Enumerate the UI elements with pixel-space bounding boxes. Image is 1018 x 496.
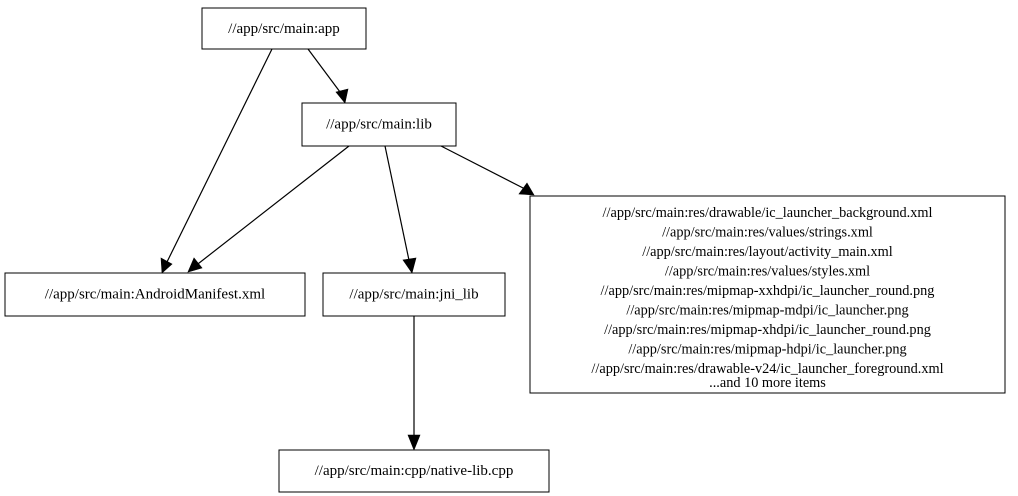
edge-jni-lib-to-native-lib bbox=[407, 316, 421, 451]
arrowhead-icon bbox=[335, 88, 349, 104]
edge-line bbox=[193, 145, 350, 268]
node-android-manifest[interactable]: //app/src/main:AndroidManifest.xml bbox=[4, 272, 306, 317]
resource-line-5: //app/src/main:res/mipmap-mdpi/ic_launch… bbox=[626, 303, 908, 319]
edge-line bbox=[384, 145, 411, 266]
node-jni-lib[interactable]: //app/src/main:jni_lib bbox=[322, 272, 506, 317]
arrowhead-icon bbox=[187, 257, 203, 273]
node-jni-lib-box[interactable] bbox=[322, 272, 506, 317]
node-lib-label: //app/src/main:lib bbox=[326, 116, 432, 132]
edge-line bbox=[307, 48, 344, 97]
arrowhead-icon bbox=[518, 182, 535, 196]
node-native-lib-cpp-box[interactable] bbox=[278, 449, 550, 493]
edge-app-to-manifest bbox=[160, 48, 273, 274]
node-resources[interactable]: //app/src/main:res/drawable/ic_launcher_… bbox=[529, 195, 1006, 394]
node-lib-box[interactable] bbox=[301, 102, 457, 147]
resource-line-7: //app/src/main:res/mipmap-hdpi/ic_launch… bbox=[628, 342, 906, 358]
node-app[interactable]: //app/src/main:app bbox=[201, 7, 367, 50]
edges-layer bbox=[160, 48, 535, 451]
arrowhead-icon bbox=[402, 257, 417, 274]
resource-line-6: //app/src/main:res/mipmap-xhdpi/ic_launc… bbox=[604, 322, 931, 338]
node-android-manifest-label: //app/src/main:AndroidManifest.xml bbox=[45, 286, 265, 302]
resource-line-more: ...and 10 more items bbox=[709, 375, 826, 391]
node-native-lib-cpp-label: //app/src/main:cpp/native-lib.cpp bbox=[315, 463, 514, 479]
node-jni-lib-label: //app/src/main:jni_lib bbox=[349, 286, 478, 302]
node-app-label: //app/src/main:app bbox=[228, 21, 340, 37]
edge-line bbox=[164, 48, 273, 267]
resource-line-8: //app/src/main:res/drawable-v24/ic_launc… bbox=[591, 361, 943, 377]
node-android-manifest-box[interactable] bbox=[4, 272, 306, 317]
node-app-box[interactable] bbox=[201, 7, 367, 50]
edge-line bbox=[440, 145, 528, 191]
resource-line-3: //app/src/main:res/values/styles.xml bbox=[665, 264, 870, 280]
edge-app-to-lib bbox=[307, 48, 349, 104]
nodes-layer: //app/src/main:app //app/src/main:lib //… bbox=[4, 7, 1006, 493]
resource-line-4: //app/src/main:res/mipmap-xxhdpi/ic_laun… bbox=[601, 283, 935, 299]
node-resources-box[interactable] bbox=[529, 195, 1006, 394]
node-native-lib-cpp[interactable]: //app/src/main:cpp/native-lib.cpp bbox=[278, 449, 550, 493]
edge-lib-to-resources bbox=[440, 145, 535, 196]
arrowhead-icon bbox=[407, 434, 421, 451]
edge-lib-to-manifest bbox=[187, 145, 350, 273]
edge-lib-to-jni-lib bbox=[384, 145, 417, 274]
resource-line-2: //app/src/main:res/layout/activity_main.… bbox=[642, 244, 893, 260]
resource-line-0: //app/src/main:res/drawable/ic_launcher_… bbox=[603, 205, 933, 221]
node-lib[interactable]: //app/src/main:lib bbox=[301, 102, 457, 147]
arrowhead-icon bbox=[160, 257, 173, 274]
resource-line-1: //app/src/main:res/values/strings.xml bbox=[662, 225, 873, 241]
